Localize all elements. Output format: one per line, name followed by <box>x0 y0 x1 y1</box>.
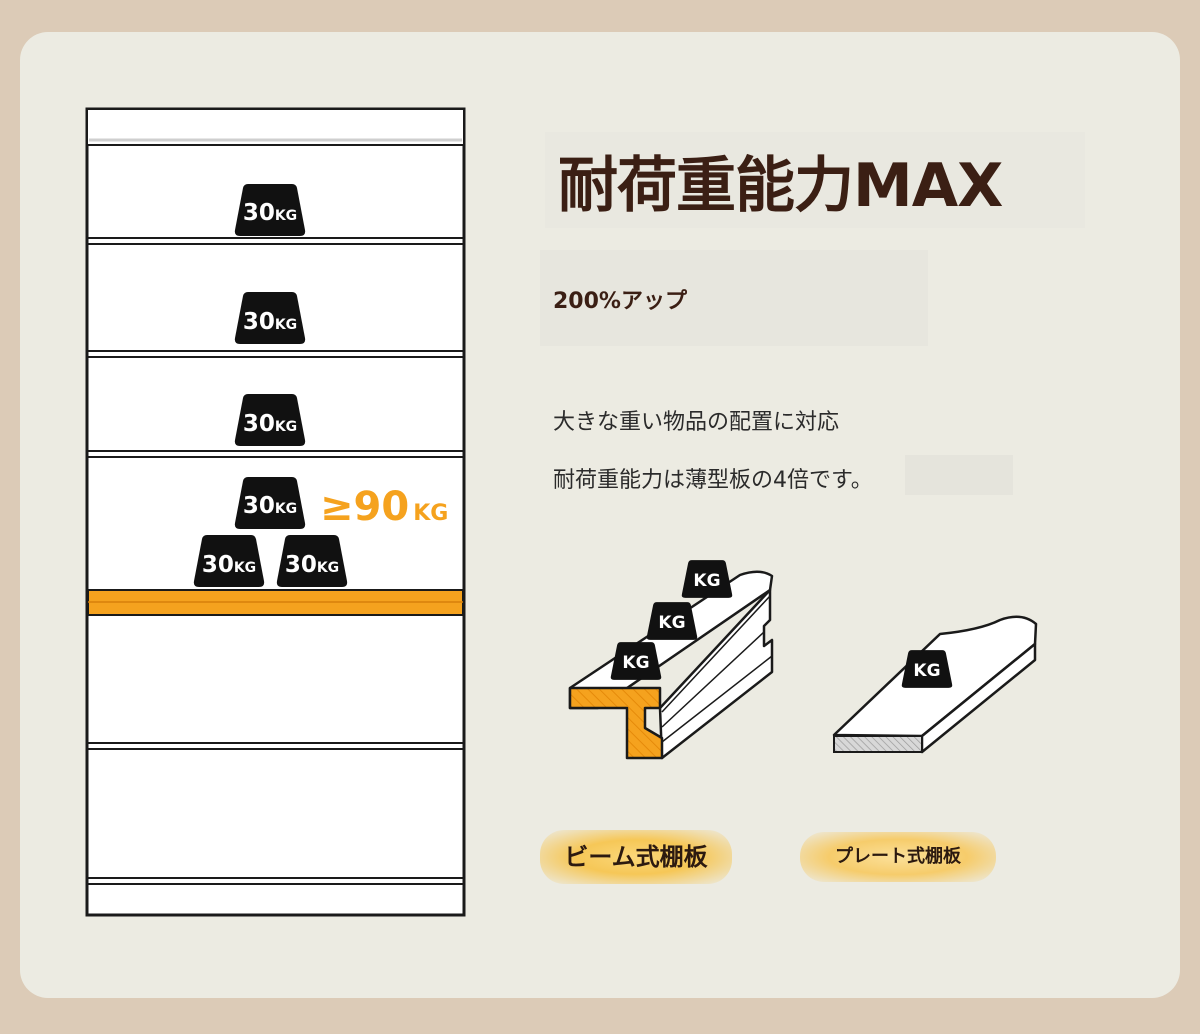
weight-unit: KG <box>275 208 297 224</box>
svg-text:30KG: 30KG <box>243 200 297 226</box>
weight-unit: KG <box>275 317 297 333</box>
plate-shelf-label: プレート式棚板 <box>800 832 996 882</box>
svg-text:30KG: 30KG <box>243 411 297 437</box>
weight-30kg-2: 30KG <box>234 292 306 344</box>
description-background <box>905 455 1013 495</box>
svg-text:30KG: 30KG <box>243 309 297 335</box>
description-line-1: 大きな重い物品の配置に対応 <box>553 410 840 435</box>
subtitle: 200%アップ <box>553 289 687 314</box>
weight-unit: KG <box>275 419 297 435</box>
weight-30kg-4: 30KG <box>234 477 306 529</box>
description-line-2: 耐荷重能力は薄型板の4倍です。 <box>553 468 873 493</box>
svg-text:KG: KG <box>622 653 649 673</box>
weight-30kg-6: 30KG <box>276 535 348 587</box>
plate-shelf-illustration: KG <box>832 615 1038 754</box>
weight-unit: KG <box>317 560 339 576</box>
weight-unit: KG <box>234 560 256 576</box>
svg-text:30KG: 30KG <box>285 552 339 578</box>
weight-number: 30 <box>243 200 275 226</box>
beam-shelf-label: ビーム式棚板 <box>540 830 732 884</box>
weight-30kg-5: 30KG <box>193 535 265 587</box>
weight-30kg-1: 30KG <box>234 184 306 236</box>
weight-number: 30 <box>285 552 317 578</box>
svg-text:30KG: 30KG <box>243 493 297 519</box>
weight-number: 30 <box>243 411 275 437</box>
subtitle-background <box>540 250 928 346</box>
svg-text:KG: KG <box>913 661 940 681</box>
weight-number: 30 <box>202 552 234 578</box>
page-title: 耐荷重能力MAX <box>558 151 1003 221</box>
svg-text:30KG: 30KG <box>202 552 256 578</box>
weight-30kg-3: 30KG <box>234 394 306 446</box>
weight-unit: KG <box>275 501 297 517</box>
title-background <box>545 132 1085 228</box>
weight-number: 30 <box>243 493 275 519</box>
svg-text:KG: KG <box>693 571 720 591</box>
weight-number: 30 <box>243 309 275 335</box>
beam-shelf-illustration: KG KG KG <box>568 560 774 760</box>
svg-text:KG: KG <box>658 613 685 633</box>
